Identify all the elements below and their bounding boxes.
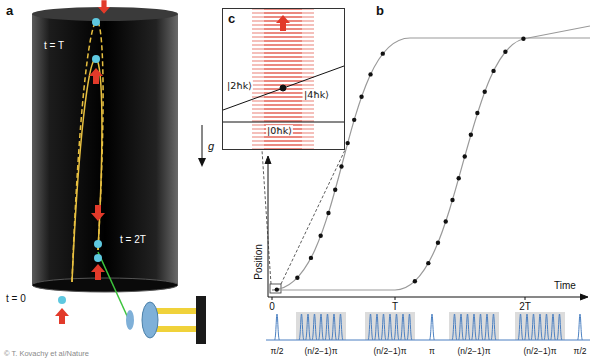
pulse-label: (n/2−1)π: [457, 345, 490, 357]
pulse-label: (n/2−1)π: [304, 345, 337, 357]
trajectory-dot: [444, 219, 448, 223]
pulse: [368, 314, 373, 340]
pulse: [430, 314, 435, 340]
pulse: [544, 314, 549, 340]
trajectory-dot: [295, 276, 299, 280]
trajectory-dot: [368, 72, 372, 76]
pulse: [465, 314, 470, 340]
pulse: [538, 314, 543, 340]
pulse: [325, 314, 330, 340]
pulse: [299, 314, 304, 340]
pulse: [401, 314, 406, 340]
pulse: [557, 314, 562, 340]
trajectory-dot: [450, 198, 454, 202]
atom-clouds: [58, 18, 102, 304]
zoom-lines: [262, 150, 345, 284]
pulse-label: π/2: [271, 345, 284, 357]
pulse: [319, 314, 324, 340]
time-label: t = 0: [6, 293, 26, 305]
trajectory-dot: [503, 50, 507, 54]
pulse-label: (n/2−1)π: [373, 345, 406, 357]
trajectory-dot: [436, 241, 440, 245]
pulse: [375, 314, 380, 340]
trajectory-dot: [457, 176, 461, 180]
panel-letter: a: [6, 3, 13, 18]
trajectory-dot: [381, 51, 385, 55]
state-label: |4ħk⟩: [303, 89, 330, 100]
gravity-label: g: [208, 140, 214, 152]
pulse: [491, 314, 496, 340]
vacuum-tube: [32, 7, 178, 292]
pulse: [394, 314, 399, 340]
tick-label: T: [392, 301, 398, 313]
pulse: [275, 314, 280, 340]
trajectory-dot: [309, 256, 313, 260]
pulse-windows: [296, 312, 565, 340]
panel-letter: b: [376, 3, 384, 18]
trajectory-dot: [359, 95, 363, 99]
pulse: [531, 314, 536, 340]
trajectory-dot: [345, 141, 349, 145]
trajectory-dot: [339, 164, 343, 168]
time-label: t = T: [44, 40, 64, 52]
pulse: [381, 314, 386, 340]
trajectory-dot: [521, 37, 525, 41]
pulse: [478, 314, 483, 340]
trajectory-dot: [275, 287, 279, 291]
trajectory-dot: [469, 133, 473, 137]
trajectory-curves: [272, 26, 590, 290]
tick-label: 0: [269, 301, 275, 313]
pulse: [578, 314, 583, 340]
pulse: [388, 314, 393, 340]
axis-title: Position: [253, 244, 265, 280]
pulse: [312, 314, 317, 340]
laser-optics: [126, 296, 206, 344]
gravity-arrow: [198, 125, 206, 167]
pulse: [306, 314, 311, 340]
pulse-train: [275, 314, 583, 340]
watermark: © T. Kovachy et al/Nature: [4, 349, 89, 358]
trajectory-dot: [413, 279, 417, 283]
pulse: [485, 314, 490, 340]
trajectory-dot: [491, 69, 495, 73]
pulse-label: π/2: [574, 345, 587, 357]
pulse: [525, 314, 530, 340]
trajectory-dot: [318, 234, 322, 238]
pulse-label: (n/2−1)π: [523, 345, 556, 357]
trajectory-dot: [426, 261, 430, 265]
time-label: t = 2T: [120, 234, 146, 246]
panel-letter: c: [227, 11, 236, 26]
pulse: [407, 314, 412, 340]
pulse-label: π: [429, 345, 435, 357]
pulse: [452, 314, 457, 340]
state-label: |0ħk⟩: [266, 125, 293, 136]
trajectory-dot: [326, 211, 330, 215]
pulse-baseline: [266, 340, 590, 341]
energy-levels: [223, 66, 344, 122]
trajectory-dot: [475, 111, 479, 115]
pulse: [551, 314, 556, 340]
atom-trajectories: [72, 21, 128, 318]
pulse: [332, 314, 337, 340]
tick-label: 2T: [519, 301, 531, 313]
pulse: [472, 314, 477, 340]
trajectory-dot: [482, 89, 486, 93]
plot-axes: [265, 156, 588, 300]
state-label: |2ħk⟩: [226, 80, 253, 91]
axis-title: Time: [554, 280, 576, 292]
optical-lattice: [252, 9, 314, 149]
trajectory-dot: [352, 118, 356, 122]
pulse: [518, 314, 523, 340]
inset-box: c |2ħk⟩ |4ħk⟩ |0ħk⟩: [222, 8, 345, 150]
trajectory-dot: [463, 154, 467, 158]
trajectory-dot: [333, 188, 337, 192]
pulse: [338, 314, 343, 340]
pulse: [459, 314, 464, 340]
